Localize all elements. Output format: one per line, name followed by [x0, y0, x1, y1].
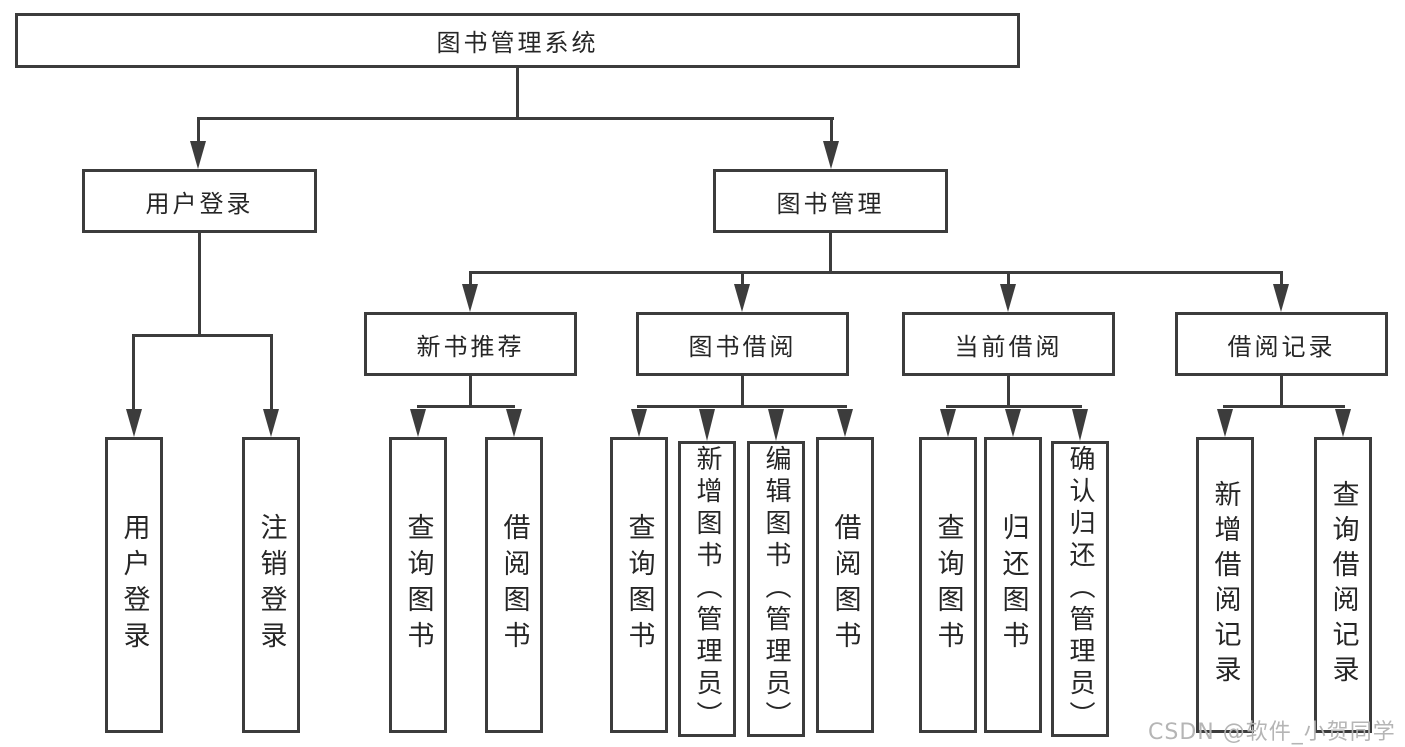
arrow-down-icon [1273, 284, 1289, 312]
node-label: 当前借阅 [954, 332, 1063, 361]
arrow-down-icon [734, 284, 750, 312]
arrow-down-icon [263, 409, 279, 437]
connector-line [197, 119, 200, 143]
leaf-borrow-books-recommend: 借阅图书 [485, 437, 543, 733]
connector-line [132, 336, 135, 411]
leaf-add-borrow-record: 新增借阅记录 [1196, 437, 1254, 733]
connector-line [1223, 405, 1345, 408]
connector-line [741, 273, 744, 286]
leaf-confirm-return-admin: 确认归还（管理员） [1051, 441, 1109, 737]
leaf-label: 查询图书 [402, 513, 434, 657]
arrow-down-icon [1005, 409, 1021, 437]
node-label: 借阅记录 [1227, 332, 1336, 361]
arrow-down-icon [462, 284, 478, 312]
arrow-down-icon [1217, 409, 1233, 437]
node-borrowing-records: 借阅记录 [1175, 312, 1388, 376]
arrow-down-icon [126, 409, 142, 437]
connector-line [1007, 376, 1010, 408]
node-new-book-recommendation: 新书推荐 [364, 312, 577, 376]
node-book-management: 图书管理 [713, 169, 948, 233]
connector-line [270, 336, 273, 411]
arrow-down-icon [631, 409, 647, 437]
arrow-down-icon [823, 141, 839, 169]
csdn-watermark: CSDN @软件_小贺同学 [1148, 720, 1396, 745]
connector-line [1280, 376, 1283, 408]
connector-line [417, 405, 515, 408]
arrow-down-icon [506, 409, 522, 437]
leaf-label: 查询借阅记录 [1327, 480, 1359, 690]
leaf-label: 编辑图书（管理员） [761, 445, 791, 733]
leaf-label: 新增借阅记录 [1209, 480, 1241, 690]
leaf-user-login: 用户登录 [105, 437, 163, 733]
arrow-down-icon [1072, 409, 1088, 441]
leaf-label: 新增图书（管理员） [692, 445, 722, 733]
leaf-query-books-borrow: 查询图书 [610, 437, 668, 733]
leaf-return-books: 归还图书 [984, 437, 1042, 733]
connector-line [741, 376, 744, 408]
arrow-down-icon [837, 409, 853, 437]
arrow-down-icon [190, 141, 206, 169]
node-label: 图书管理 [776, 189, 885, 218]
connector-line [516, 68, 519, 120]
connector-line [1007, 273, 1010, 286]
leaf-query-books-recommend: 查询图书 [389, 437, 447, 733]
leaf-label: 查询图书 [932, 513, 964, 657]
leaf-add-books-admin: 新增图书（管理员） [678, 441, 736, 737]
leaf-logout: 注销登录 [242, 437, 300, 733]
connector-line [469, 271, 1283, 274]
connector-line [637, 405, 847, 408]
node-label: 图书借阅 [688, 332, 797, 361]
node-user-login: 用户登录 [82, 169, 317, 233]
leaf-label: 确认归还（管理员） [1065, 445, 1095, 733]
leaf-label: 归还图书 [997, 513, 1029, 657]
node-book-borrowing: 图书借阅 [636, 312, 849, 376]
leaf-borrow-books: 借阅图书 [816, 437, 874, 733]
node-label: 新书推荐 [416, 332, 525, 361]
leaf-edit-books-admin: 编辑图书（管理员） [747, 441, 805, 737]
node-current-borrowing: 当前借阅 [902, 312, 1115, 376]
node-label: 图书管理系统 [436, 29, 599, 57]
connector-line [1280, 273, 1283, 286]
arrow-down-icon [410, 409, 426, 437]
leaf-label: 用户登录 [118, 513, 150, 657]
leaf-query-borrow-record: 查询借阅记录 [1314, 437, 1372, 733]
arrow-down-icon [1000, 284, 1016, 312]
connector-line [830, 119, 833, 143]
connector-line [197, 117, 834, 120]
leaf-query-books-current: 查询图书 [919, 437, 977, 733]
arrow-down-icon [940, 409, 956, 437]
connector-line [946, 405, 1082, 408]
arrow-down-icon [768, 409, 784, 441]
connector-line [469, 273, 472, 286]
leaf-label: 查询图书 [623, 513, 655, 657]
connector-line [469, 376, 472, 408]
node-label: 用户登录 [145, 189, 254, 218]
arrow-down-icon [1335, 409, 1351, 437]
connector-line [198, 233, 201, 337]
connector-line [829, 233, 832, 274]
node-library-management-system: 图书管理系统 [15, 13, 1020, 68]
arrow-down-icon [699, 409, 715, 441]
leaf-label: 借阅图书 [829, 513, 861, 657]
leaf-label: 注销登录 [255, 513, 287, 657]
leaf-label: 借阅图书 [498, 513, 530, 657]
connector-line [132, 334, 273, 337]
